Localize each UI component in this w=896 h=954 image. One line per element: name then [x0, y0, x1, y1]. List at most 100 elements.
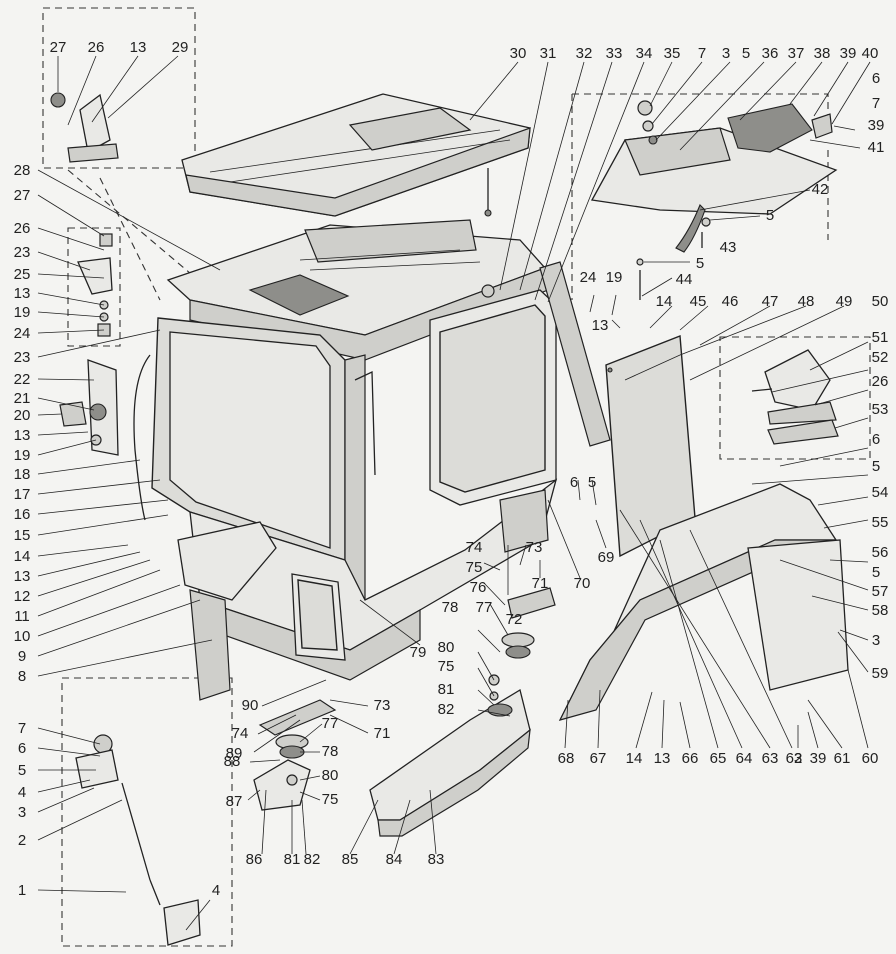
callout-label: 5 [872, 564, 880, 581]
callout-label: 79 [410, 644, 427, 661]
callout-label: 32 [576, 45, 593, 62]
callout-label: 26 [14, 220, 31, 237]
callout-label: 12 [14, 588, 31, 605]
callout-label: 41 [868, 139, 885, 156]
latch-group-box [719, 336, 871, 460]
callout-label: 16 [14, 506, 31, 523]
callout-label: 3 [18, 804, 26, 821]
callout-label: 5 [872, 458, 880, 475]
callout-label: 6 [872, 431, 880, 448]
callout-label: 5 [588, 474, 596, 491]
callout-label: 50 [872, 293, 889, 310]
callout-label: 23 [14, 349, 31, 366]
callout-label: 56 [872, 544, 889, 561]
callout-label: 8 [18, 668, 26, 685]
cab-body [133, 219, 611, 701]
callout-label: 40 [862, 45, 879, 62]
callout-label: 3 [872, 632, 880, 649]
callout-label: 85 [342, 851, 359, 868]
callout-label: 13 [130, 39, 147, 56]
callout-label: 21 [14, 390, 31, 407]
callout-label: 82 [304, 851, 321, 868]
latch-parts [751, 349, 839, 445]
callout-label: 3 [722, 45, 730, 62]
callout-label: 18 [14, 466, 31, 483]
callout-label: 45 [690, 293, 707, 310]
callout-label: 71 [374, 725, 391, 742]
callout-label: 53 [872, 401, 889, 418]
callout-label: 55 [872, 514, 889, 531]
callout-label: 51 [872, 329, 889, 346]
callout-label: 10 [14, 628, 31, 645]
callout-label: 1 [18, 882, 26, 899]
callout-label: 20 [14, 407, 31, 424]
callout-label: 90 [242, 697, 259, 714]
roof-hatch-assembly [590, 100, 838, 300]
callout-label: 35 [664, 45, 681, 62]
callout-label: 59 [872, 665, 889, 682]
callout-label: 54 [872, 484, 889, 501]
callout-label: 13 [14, 285, 31, 302]
callout-label: 28 [14, 162, 31, 179]
callout-label: 87 [226, 793, 243, 810]
callout-label: 77 [476, 599, 493, 616]
callout-label: 14 [626, 750, 643, 767]
callout-label: 29 [172, 39, 189, 56]
callout-label: 6 [872, 70, 880, 87]
callout-label: 7 [872, 95, 880, 112]
callout-label: 83 [428, 851, 445, 868]
leader-dashed-hinge-2 [99, 177, 161, 301]
callout-label: 62 [786, 750, 803, 767]
callout-label: 31 [540, 45, 557, 62]
callout-label: 43 [720, 239, 737, 256]
callout-label: 22 [14, 371, 31, 388]
callout-label: 5 [696, 255, 704, 272]
callout-label: 3 [794, 750, 802, 767]
callout-label: 84 [386, 851, 403, 868]
callout-label: 80 [438, 639, 455, 656]
callout-label: 25 [14, 266, 31, 283]
gas-strut-group-box [61, 677, 233, 947]
callout-label: 89 [226, 745, 243, 762]
callout-label: 19 [14, 447, 31, 464]
callout-label: 70 [574, 575, 591, 592]
callout-label: 60 [862, 750, 879, 767]
callout-label: 68 [558, 750, 575, 767]
callout-label: 26 [872, 373, 889, 390]
callout-label: 7 [698, 45, 706, 62]
callout-label: 69 [598, 549, 615, 566]
callout-label: 33 [606, 45, 623, 62]
side-mount-parts [77, 233, 113, 337]
callout-label: 36 [762, 45, 779, 62]
callout-label: 72 [506, 611, 523, 628]
leader-dashed-hinge [67, 169, 211, 291]
callout-label: 57 [872, 583, 889, 600]
callout-label: 52 [872, 349, 889, 366]
callout-label: 74 [466, 539, 483, 556]
callout-label: 48 [798, 293, 815, 310]
callout-label: 6 [570, 474, 578, 491]
callout-label: 5 [766, 207, 774, 224]
callout-label: 11 [14, 608, 30, 625]
callout-label: 46 [722, 293, 739, 310]
callout-label: 64 [736, 750, 753, 767]
callout-label: 58 [872, 602, 889, 619]
callout-label: 34 [636, 45, 653, 62]
callout-label: 80 [322, 767, 339, 784]
cab-mount-left [253, 699, 337, 811]
callout-label: 19 [606, 269, 623, 286]
callout-label: 39 [810, 750, 827, 767]
callout-label: 6 [18, 740, 26, 757]
roof-panel [181, 93, 531, 217]
callout-label: 14 [14, 548, 31, 565]
callout-label: 61 [834, 750, 851, 767]
callout-label: 23 [14, 244, 31, 261]
callout-label: 5 [18, 762, 26, 779]
callout-label: 13 [654, 750, 671, 767]
callout-label: 24 [14, 325, 31, 342]
callout-label: 75 [466, 559, 483, 576]
callout-label: 15 [14, 527, 31, 544]
callout-label: 75 [322, 791, 339, 808]
callout-label: 76 [470, 579, 487, 596]
gas-strut [75, 734, 201, 946]
